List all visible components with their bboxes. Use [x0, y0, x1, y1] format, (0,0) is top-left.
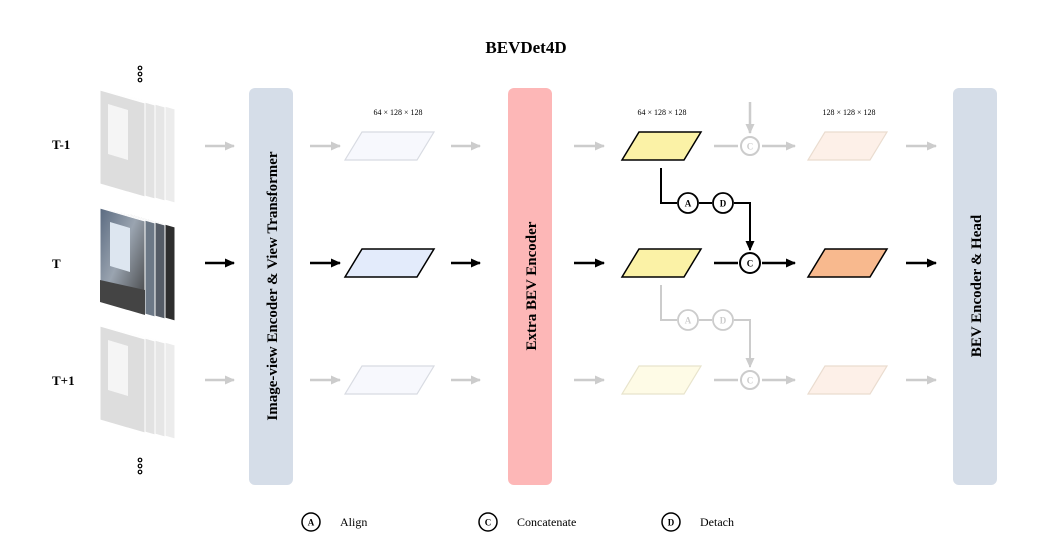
row-label-next: T+1 [52, 373, 75, 388]
align-detach-path-next [660, 285, 755, 368]
legend-detach-letter: D [668, 518, 675, 528]
concat-op-cur: C [739, 252, 761, 274]
align-detach-path-prev [660, 168, 755, 251]
legend-item-detach: D Detach [661, 512, 734, 532]
detach-op-prev: D [712, 192, 734, 214]
legend-concat-letter: C [485, 518, 492, 528]
legend-align-letter: A [308, 518, 315, 528]
legend-concat-label: Concatenate [517, 515, 576, 529]
extra-feature-next [620, 365, 703, 395]
concat-feature-cur [806, 248, 889, 278]
bev-encoder-head-label: BEV Encoder & Head [969, 214, 985, 357]
align-op-prev: A [677, 192, 699, 214]
dim-label-concat-feature: 128 × 128 × 128 [822, 108, 875, 117]
image-stack-cur [99, 207, 176, 322]
legend-item-align: A Align [301, 512, 367, 532]
ellipsis-bottom [137, 457, 143, 475]
legend: A Align C Concatenate D Detach [301, 512, 734, 532]
extra-bev-encoder-label: Extra BEV Encoder [524, 221, 540, 350]
extra-feature-cur [620, 248, 703, 278]
dim-label-extra-feature: 64 × 128 × 128 [637, 108, 686, 117]
row-label-cur: T [52, 256, 61, 271]
concat-op-prev: C [740, 136, 760, 156]
row-label-prev: T-1 [52, 137, 70, 152]
image-view-encoder-label: Image-view Encoder & View Transformer [265, 151, 281, 420]
detach-op-next: D [712, 309, 734, 331]
detach-op-prev-letter: D [720, 199, 727, 209]
concat-op-next-letter: C [747, 376, 754, 386]
legend-align-label: Align [340, 515, 367, 529]
image-view-encoder-block [249, 88, 293, 485]
bev-encoder-head-block [953, 88, 997, 485]
image-stack-prev [99, 89, 176, 204]
legend-item-concatenate: C Concatenate [478, 512, 576, 532]
image-stack-next [99, 325, 176, 440]
align-op-next: A [677, 309, 699, 331]
detach-op-next-letter: D [720, 316, 727, 326]
align-op-prev-letter: A [685, 199, 692, 209]
align-op-next-letter: A [685, 316, 692, 326]
extra-bev-encoder-block [508, 88, 552, 485]
ellipsis-top [137, 65, 143, 83]
legend-detach-label: Detach [700, 515, 734, 529]
concat-feature-prev [806, 131, 889, 161]
bev-feature-next [343, 365, 436, 395]
concat-op-cur-letter: C [747, 259, 754, 269]
extra-feature-prev [620, 131, 703, 161]
bev-feature-cur [343, 248, 436, 278]
bev-feature-prev [343, 131, 436, 161]
dim-label-bev-feature: 64 × 128 × 128 [373, 108, 422, 117]
concat-feature-next [806, 365, 889, 395]
arrows-prev-row [205, 102, 937, 151]
concat-op-prev-letter: C [747, 142, 754, 152]
concat-op-next: C [740, 370, 760, 390]
diagram-title: BEVDet4D [485, 38, 566, 57]
